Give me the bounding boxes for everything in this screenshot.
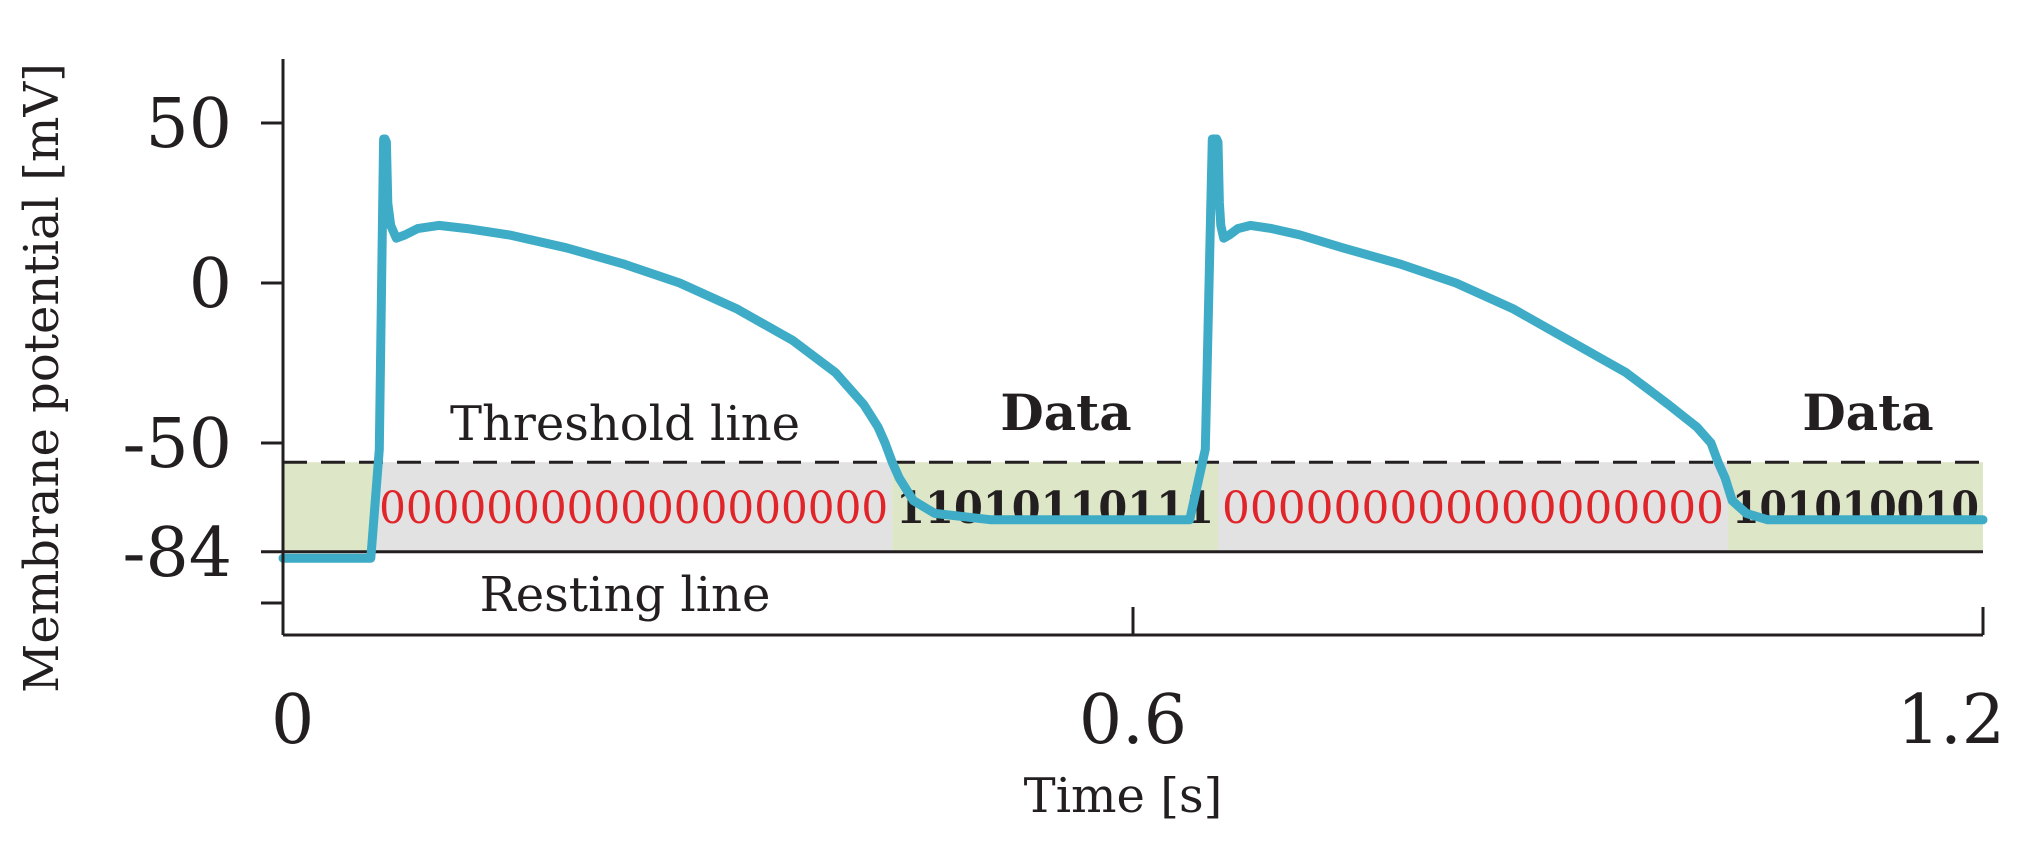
shaded-region-4 — [1218, 462, 1728, 552]
resting-label: Resting line — [480, 567, 771, 623]
y-tick-label-2: 0 — [189, 245, 232, 324]
membrane-potential-trace — [278, 134, 1988, 563]
y-tick-label-1: 50 — [145, 85, 232, 164]
bit-segment-3: 000000000000000000 — [1222, 483, 1724, 534]
y-tick-label-3: -50 — [122, 405, 232, 484]
x-tick-label-2: 0.6 — [1079, 681, 1187, 760]
bit-segment-4: 101010010 — [1732, 483, 1979, 534]
x-axis-title: Time [s] — [1024, 768, 1223, 824]
shaded-region-1 — [283, 462, 376, 552]
shaded-region-5 — [1728, 462, 1983, 552]
shaded-region-3 — [892, 462, 1218, 552]
y-axis-title: Membrane potential [mV] — [14, 63, 70, 693]
ticks: 50 0 -50 -84 0 0.6 1.2 — [122, 85, 2005, 760]
data-label-2: Data — [1802, 383, 1933, 442]
y-tick-label-4: -84 — [122, 514, 232, 593]
threshold-label: Threshold line — [450, 396, 800, 452]
shaded-region-2 — [375, 462, 893, 552]
bit-segment-1: 0000000000000000000 — [379, 483, 888, 534]
data-label-1: Data — [1000, 383, 1131, 442]
shaded-regions — [283, 462, 1983, 552]
bit-segment-2: 11010110111 — [896, 483, 1214, 534]
x-tick-label-1: 0 — [271, 681, 314, 760]
x-tick-label-3: 1.2 — [1897, 681, 2005, 760]
